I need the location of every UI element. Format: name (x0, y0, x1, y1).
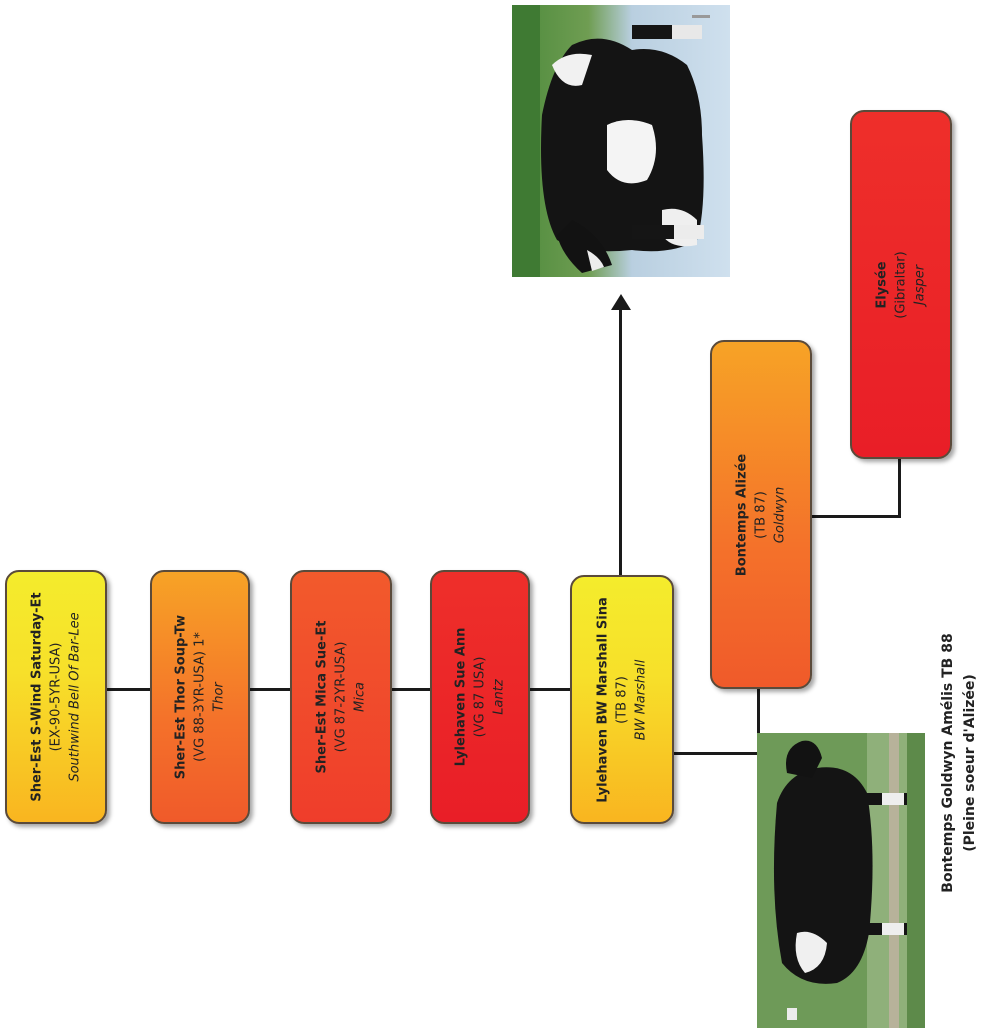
caption-line1: Bontemps Goldwyn Amélis TB 88 (940, 633, 956, 893)
sue-class: (VG 87-2YR-USA) (333, 641, 349, 753)
sue-name: Sher-Est Mica Sue-Et (314, 620, 330, 774)
arrow-shaft (619, 304, 622, 576)
pedigree-box-sue: Sher-Est Mica Sue-Et (VG 87-2YR-USA) Mic… (290, 570, 392, 824)
saturday-class: (EX-90-5YR-USA) (48, 642, 64, 752)
saturday-name: Sher-Est S-Wind Saturday-Et (29, 592, 45, 802)
connector-elysee-vertical (898, 455, 901, 518)
sueann-class: (VG 87 USA) (472, 656, 488, 738)
sue-sire: Mica (352, 682, 368, 712)
connector-alizee-to-elysee (757, 686, 760, 755)
connector-to-alizee (657, 752, 757, 755)
soup-sire: Thor (211, 682, 227, 712)
soup-class: (VG 88-3YR-USA) 1* (192, 632, 208, 762)
caption-amelis: Bontemps Goldwyn Amélis TB 88 (Pleine so… (937, 538, 981, 988)
caption-line2: (Pleine soeur d'Alizée) (962, 674, 978, 852)
pedigree-box-elysee: Elysée (Gibraltar) Jasper (850, 110, 952, 459)
sina-class: (TB 87) (614, 675, 630, 724)
soup-name: Sher-Est Thor Soup-Tw (173, 614, 189, 780)
pedigree-box-sueann: Lylehaven Sue Ann (VG 87 USA) Lantz (430, 570, 530, 824)
sueann-name: Lylehaven Sue Ann (453, 627, 469, 767)
connector-elysee-horizontal (800, 515, 900, 518)
alizee-name: Bontemps Alizée (734, 453, 750, 576)
sina-name: Lylehaven BW Marshall Sina (595, 596, 611, 803)
saturday-sire: Southwind Bell Of Bar-Lee (67, 612, 83, 782)
cow-photo-sina (512, 5, 730, 277)
alizee-sire: Goldwyn (772, 486, 788, 543)
pedigree-box-sina: Lylehaven BW Marshall Sina (TB 87) BW Ma… (570, 575, 674, 824)
pedigree-box-alizee: Bontemps Alizée (TB 87) Goldwyn (710, 340, 812, 689)
sina-sire: BW Marshall (633, 659, 649, 740)
arrow-head-icon (611, 294, 631, 310)
elysee-class: (Gibraltar) (893, 250, 909, 319)
sueann-sire: Lantz (491, 679, 507, 715)
cow-photo-amelis (757, 733, 925, 1028)
pedigree-box-saturday: Sher-Est S-Wind Saturday-Et (EX-90-5YR-U… (5, 570, 107, 824)
alizee-class: (TB 87) (753, 490, 769, 539)
elysee-sire: Jasper (912, 264, 928, 305)
pedigree-box-soup: Sher-Est Thor Soup-Tw (VG 88-3YR-USA) 1*… (150, 570, 250, 824)
elysee-name: Elysée (874, 260, 890, 309)
